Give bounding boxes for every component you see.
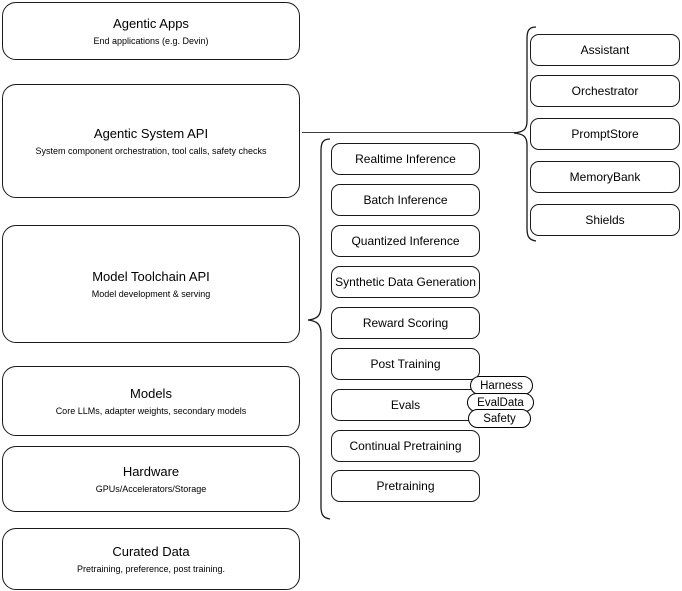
system-component-label: MemoryBank [569, 170, 641, 184]
toolchain-item-evals[interactable]: Evals [331, 389, 480, 421]
toolchain-item-pretraining[interactable]: Pretraining [331, 470, 480, 502]
layer-subtitle: System component orchestration, tool cal… [35, 145, 267, 156]
toolchain-item-label: Continual Pretraining [349, 439, 462, 453]
toolchain-item-label: Post Training [370, 357, 441, 371]
toolchain-item-label: Batch Inference [363, 193, 448, 207]
layer-title: Model Toolchain API [92, 268, 210, 284]
eval-subitem-evaldata[interactable]: EvalData [467, 393, 534, 412]
eval-subitem-safety[interactable]: Safety [468, 409, 531, 428]
eval-subitem-harness[interactable]: Harness [470, 376, 533, 395]
toolchain-item-synthetic-data-generation[interactable]: Synthetic Data Generation [331, 266, 480, 298]
layer-subtitle: Model development & serving [91, 288, 211, 299]
toolchain-item-reward-scoring[interactable]: Reward Scoring [331, 307, 480, 339]
system-component-promptstore[interactable]: PromptStore [530, 118, 680, 150]
system-component-label: Shields [585, 213, 625, 227]
toolchain-item-post-training[interactable]: Post Training [331, 348, 480, 380]
toolchain-item-label: Reward Scoring [362, 316, 449, 330]
layer-model-toolchain-api[interactable]: Model Toolchain API Model development & … [2, 225, 300, 343]
toolchain-item-batch-inference[interactable]: Batch Inference [331, 184, 480, 216]
layer-title: Agentic Apps [113, 15, 189, 31]
layer-title: Curated Data [112, 543, 190, 559]
eval-subitem-label: Safety [483, 412, 516, 425]
layer-subtitle: Pretraining, preference, post training. [76, 563, 226, 574]
eval-subitem-label: Harness [480, 379, 523, 392]
toolchain-item-label: Synthetic Data Generation [335, 275, 476, 289]
system-component-label: Assistant [580, 43, 630, 57]
system-component-label: PromptStore [571, 127, 639, 141]
toolchain-item-label: Realtime Inference [355, 152, 456, 166]
toolchain-item-label: Quantized Inference [351, 234, 460, 248]
eval-subitem-label: EvalData [477, 396, 524, 409]
brace-toolchain [307, 138, 331, 520]
layer-title: Agentic System API [93, 125, 209, 141]
toolchain-item-label: Pretraining [376, 479, 435, 493]
layer-title: Hardware [122, 463, 180, 479]
connector-system-api-to-components [302, 132, 518, 133]
system-component-label: Orchestrator [571, 84, 639, 98]
toolchain-item-continual-pretraining[interactable]: Continual Pretraining [331, 430, 480, 462]
toolchain-item-label: Evals [390, 398, 421, 412]
system-component-orchestrator[interactable]: Orchestrator [530, 75, 680, 107]
layer-curated-data[interactable]: Curated Data Pretraining, preference, po… [2, 528, 300, 590]
system-component-memorybank[interactable]: MemoryBank [530, 161, 680, 193]
toolchain-item-quantized-inference[interactable]: Quantized Inference [331, 225, 480, 257]
layer-subtitle: End applications (e.g. Devin) [93, 35, 209, 46]
toolchain-item-realtime-inference[interactable]: Realtime Inference [331, 143, 480, 175]
layer-hardware[interactable]: Hardware GPUs/Accelerators/Storage [2, 446, 300, 512]
layer-models[interactable]: Models Core LLMs, adapter weights, secon… [2, 366, 300, 436]
layer-title: Models [130, 385, 172, 401]
layer-agentic-apps[interactable]: Agentic Apps End applications (e.g. Devi… [2, 2, 300, 60]
system-component-shields[interactable]: Shields [530, 204, 680, 236]
layer-subtitle: GPUs/Accelerators/Storage [95, 483, 207, 494]
system-component-assistant[interactable]: Assistant [530, 34, 680, 66]
layer-agentic-system-api[interactable]: Agentic System API System component orch… [2, 84, 300, 198]
layer-subtitle: Core LLMs, adapter weights, secondary mo… [55, 405, 247, 416]
